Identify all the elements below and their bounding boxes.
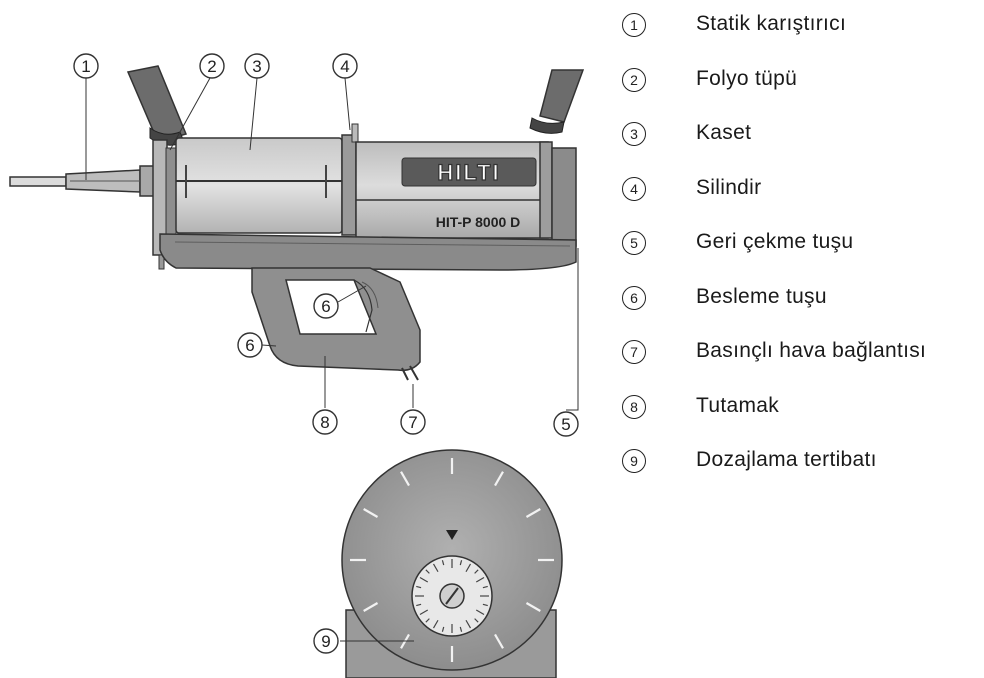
lower-frame: [159, 233, 577, 271]
dial-scale-tick: [474, 618, 479, 623]
dosing-unit: [341, 449, 563, 678]
legend-label: Geri çekme tuşu: [696, 230, 854, 253]
dial-scale-tick: [475, 576, 485, 583]
svg-text:7: 7: [408, 413, 417, 432]
svg-text:3: 3: [252, 57, 261, 76]
callout-2: 2: [199, 53, 225, 79]
legend-label: Folyo tüpü: [696, 66, 798, 90]
dial-scale-tick: [441, 560, 445, 566]
dial-tick: [525, 508, 541, 518]
legend-label: Statik karıştırıcı: [696, 12, 847, 35]
parts-legend: 1 Statik karıştırıcı 2 Folyo tüpü 3 Kaset 4…: [622, 12, 982, 503]
dial-scale-tick: [482, 603, 488, 607]
callout-6-handle: 6: [237, 332, 263, 358]
legend-label: Besleme tuşu: [696, 284, 827, 308]
legend-label: Basınçlı hava bağlantısı: [696, 339, 927, 362]
legend-label: Silindir: [696, 175, 762, 199]
legend-number: 5: [622, 231, 646, 255]
legend-number: 6: [622, 285, 646, 310]
dial-tick: [363, 602, 379, 612]
dial-scale-tick: [465, 563, 472, 573]
dial-tick: [494, 471, 504, 487]
cassette: [175, 137, 343, 234]
legend-number: 8: [622, 394, 646, 419]
svg-text:6: 6: [245, 336, 254, 355]
svg-text:4: 4: [340, 57, 349, 76]
air-connector: [401, 365, 419, 381]
dial-scale-tick: [425, 569, 430, 574]
legend-label: Kaset: [696, 121, 752, 144]
legend-label: Tutamak: [696, 393, 780, 417]
dial-scale-tick: [432, 619, 439, 629]
callout-6-feed: 6: [313, 293, 339, 319]
dial-tick: [494, 633, 504, 649]
legend-number: 3: [622, 122, 646, 146]
legend-item: 1 Statik karıştırıcı: [622, 12, 982, 67]
legend-number: 2: [622, 67, 646, 92]
svg-text:6: 6: [321, 297, 330, 316]
legend-item: 8 Tutamak: [622, 394, 982, 449]
dial-tick: [525, 602, 541, 612]
legend-item: 7 Basınçlı hava bağlantısı: [622, 339, 982, 394]
legend-number: 7: [622, 340, 646, 364]
dial-scale-tick: [459, 560, 463, 566]
left-strap: [126, 65, 188, 146]
handle: [251, 267, 421, 372]
dial-scale-tick: [482, 585, 488, 589]
dial-scale-tick: [432, 563, 439, 573]
callout-9: 9: [313, 628, 339, 654]
legend-item: 5 Geri çekme tuşu: [622, 230, 982, 285]
callout-4: 4: [332, 53, 358, 79]
callout-1: 1: [73, 53, 99, 79]
svg-text:1: 1: [81, 57, 90, 76]
dial-tick: [400, 471, 410, 487]
dial-tick: [363, 508, 379, 518]
cylinder-housing: HILTI HIT-P 8000 D: [355, 141, 577, 247]
dial-scale-tick: [416, 585, 422, 589]
dial-scale-tick: [475, 609, 485, 616]
callout-8: 8: [312, 409, 338, 435]
svg-text:2: 2: [207, 57, 216, 76]
legend-number: 4: [622, 176, 646, 201]
legend-item: 3 Kaset: [622, 121, 982, 176]
dial-scale-tick: [459, 626, 463, 632]
dial-scale-tick: [419, 576, 429, 583]
callout-3: 3: [244, 53, 270, 79]
dial-scale-tick: [416, 603, 422, 607]
leader-lines: [85, 77, 579, 642]
svg-text:8: 8: [320, 413, 329, 432]
dial-scale-tick: [419, 609, 429, 616]
dial-scale-tick: [474, 569, 479, 574]
dial-scale-tick: [425, 618, 430, 623]
right-strap: [529, 69, 585, 134]
callout-5: 5: [553, 411, 579, 437]
legend-label: Dozajlama tertibatı: [696, 448, 877, 471]
legend-number: 9: [622, 449, 646, 473]
callout-7: 7: [400, 409, 426, 435]
legend-item: 9 Dozajlama tertibatı: [622, 448, 982, 503]
legend-item: 6 Besleme tuşu: [622, 285, 982, 340]
static-mixer: [9, 165, 159, 197]
dial-scale-tick: [441, 626, 445, 632]
legend-number: 1: [622, 13, 646, 37]
model-label: HIT-P 8000 D: [436, 214, 521, 230]
svg-text:5: 5: [561, 415, 570, 434]
brand-logo: HILTI: [437, 160, 500, 185]
legend-item: 4 Silindir: [622, 176, 982, 231]
svg-text:9: 9: [321, 632, 330, 651]
legend-item: 2 Folyo tüpü: [622, 67, 982, 122]
dial-scale-tick: [465, 619, 472, 629]
